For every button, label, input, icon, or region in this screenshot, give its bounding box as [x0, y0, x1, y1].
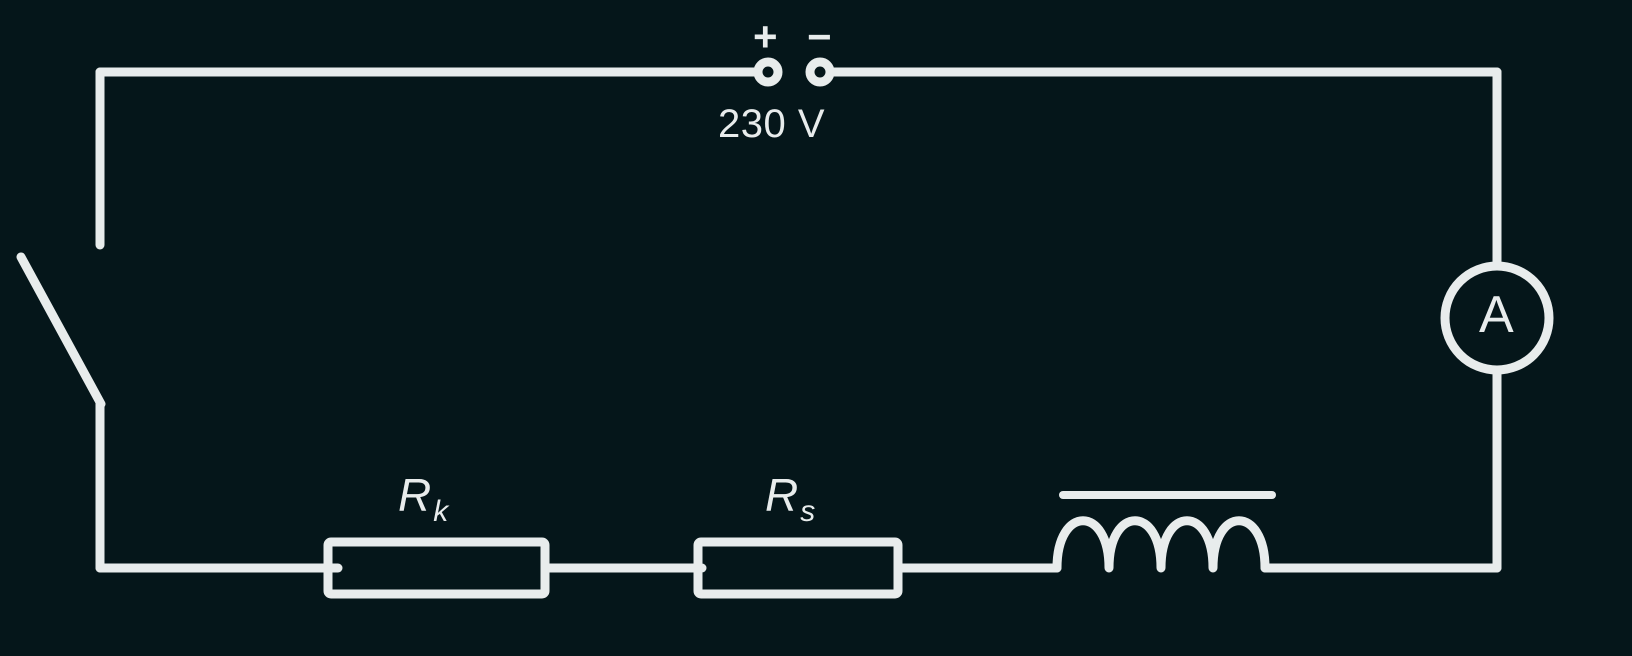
resistor-rs-subscript: s: [800, 495, 816, 528]
resistor-rk-subscript: k: [433, 495, 449, 528]
resistor-rk-label: Rk: [398, 469, 448, 527]
source-voltage-label: 230 V: [718, 102, 826, 146]
source-plus-label: +: [753, 13, 778, 60]
switch-blade[interactable]: [16, 252, 106, 409]
resistor-rk-body[interactable]: [323, 537, 550, 599]
source-minus-label: −: [807, 13, 832, 60]
inductor-coil[interactable]: [1052, 516, 1270, 573]
resistor-rs-symbol: R: [765, 469, 799, 521]
source-terminal-positive: [753, 57, 783, 87]
ammeter-label: A: [1479, 286, 1514, 344]
resistor-rs-label: Rs: [765, 469, 815, 527]
resistor-rs-body[interactable]: [693, 537, 903, 599]
source-terminal-negative: [805, 57, 835, 87]
resistor-rk-symbol: R: [398, 469, 432, 521]
